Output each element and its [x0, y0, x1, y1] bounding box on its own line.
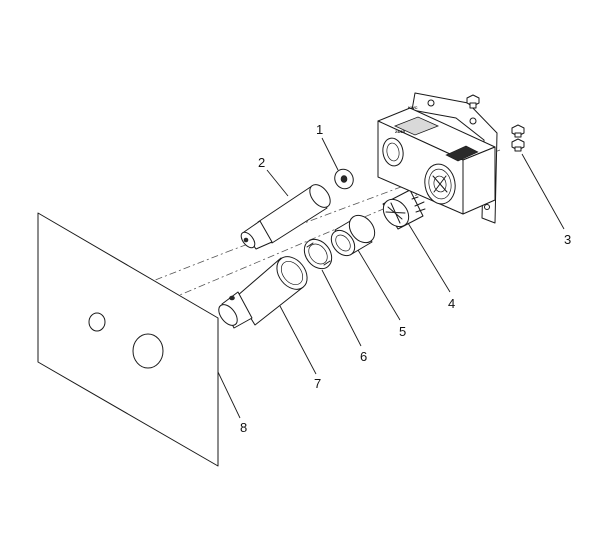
callout-4: 4 [448, 296, 455, 311]
callout-8: 8 [240, 420, 247, 435]
mounting-screws [466, 94, 525, 152]
callout-numbers: 1 2 3 4 5 6 7 8 [240, 122, 571, 435]
callout-5: 5 [399, 324, 406, 339]
callout-7: 7 [314, 376, 321, 391]
screw-2 [511, 124, 525, 138]
thermostatic-insert [382, 189, 426, 230]
valve-body: KWC 24/55 [377, 92, 498, 224]
callout-2: 2 [258, 155, 265, 170]
callout-3: 3 [564, 232, 571, 247]
body-mark-code: 24/55 [395, 129, 406, 134]
cover-plate-small-hole [88, 312, 106, 332]
cover-plate [37, 212, 219, 467]
callout-1: 1 [316, 122, 323, 137]
screw-1 [466, 94, 480, 109]
handle-sleeve [218, 256, 308, 329]
washer [334, 168, 354, 190]
leader-lines [217, 137, 565, 419]
body-mark-brand: KWC [408, 105, 418, 110]
callout-6: 6 [360, 349, 367, 364]
extension-spindle [240, 184, 331, 250]
cover-plate-large-hole [132, 333, 164, 369]
screw-3 [511, 138, 525, 152]
cartridge-sleeve [330, 214, 376, 257]
ring-part [303, 238, 333, 270]
